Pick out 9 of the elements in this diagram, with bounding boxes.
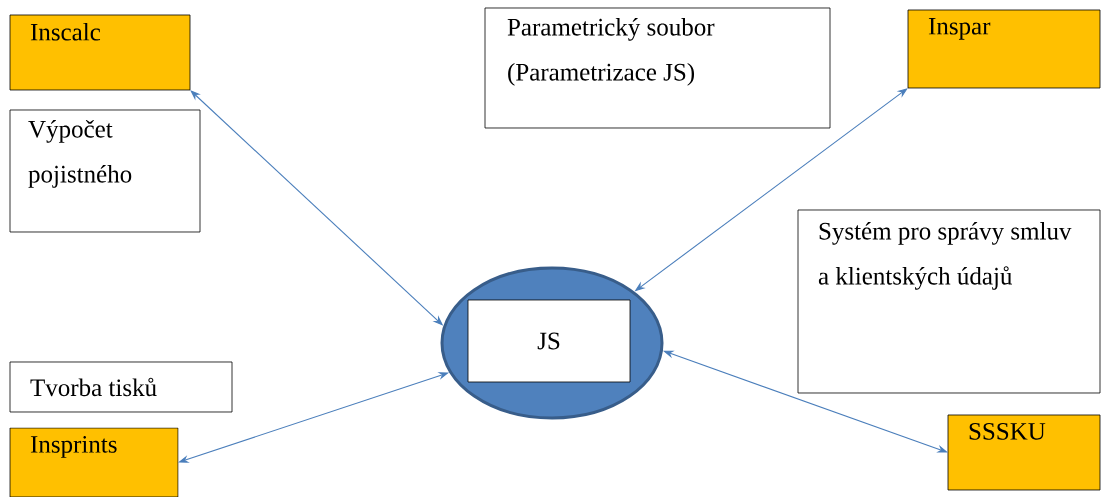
text-box: Inscalc (9, 14, 191, 91)
text-box: Parametrický soubor (Parametrizace JS) (484, 7, 831, 129)
text-box: JS (467, 299, 631, 383)
text-box: Výpočet pojistného (9, 109, 201, 233)
text-box: Systém pro správy smluv a klientských údajů (797, 209, 1101, 394)
text-box: SSSKU (947, 414, 1101, 491)
text-box: Inspar (907, 9, 1101, 89)
text-box: Tvorba tisků (9, 361, 233, 413)
text-box: Insprints (9, 427, 179, 497)
